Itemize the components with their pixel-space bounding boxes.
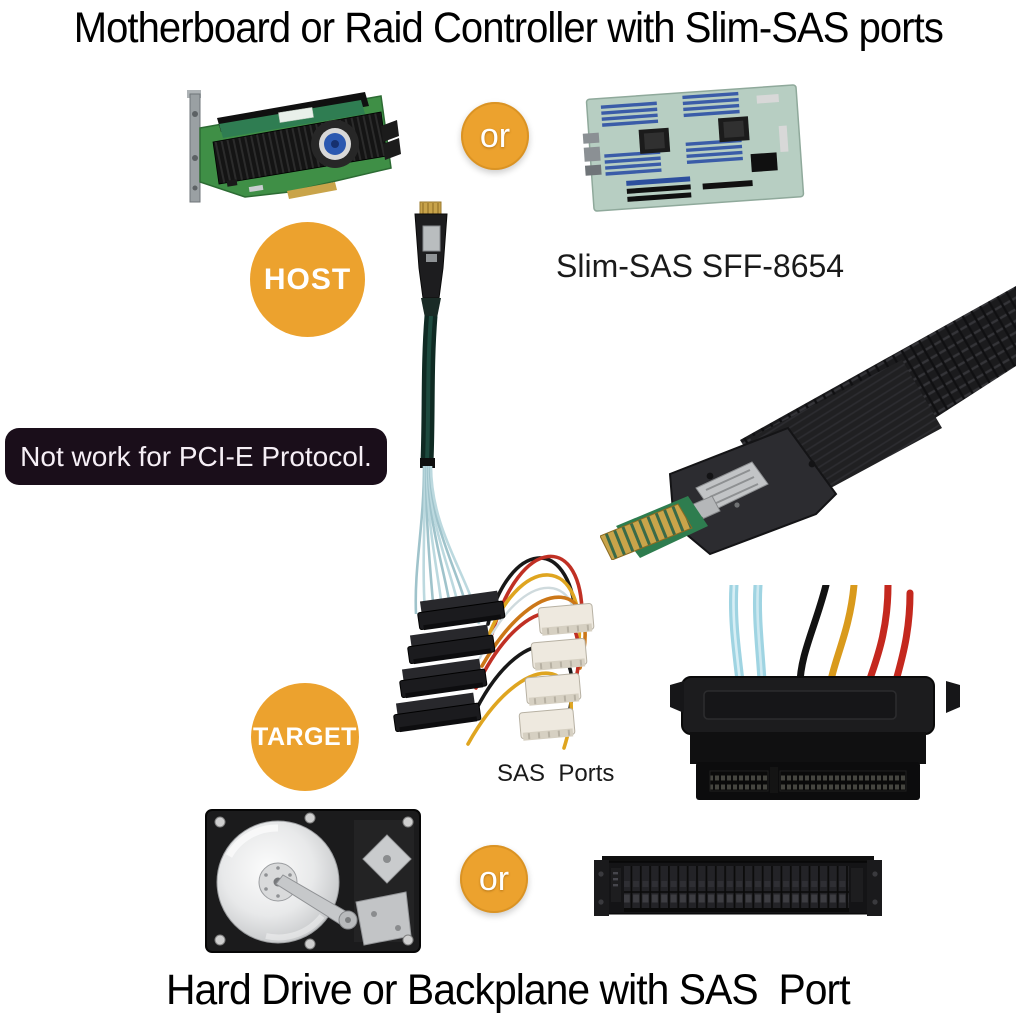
incoming-wires: [728, 585, 914, 693]
actuator-assembly: [355, 891, 412, 946]
host-badge: HOST: [250, 222, 365, 337]
target-badge: TARGET: [251, 683, 359, 791]
drive-bays: [624, 866, 849, 908]
gold-fingers: [600, 503, 693, 560]
sas-ports-label: SAS Ports: [497, 760, 615, 787]
or-badge-label: or: [478, 859, 510, 898]
sas-port: [381, 120, 399, 142]
top-title: Motherboard or Raid Controller with Slim…: [0, 4, 1016, 53]
host-badge-label: HOST: [263, 262, 352, 296]
cable-image: [392, 196, 640, 761]
rack-ear: [594, 860, 609, 916]
sff8654-closeup-image: [600, 278, 1016, 560]
target-badge-label: TARGET: [253, 722, 357, 751]
connector-label: Slim-SAS SFF-8654: [556, 248, 845, 284]
warning-banner: Not work for PCI-E Protocol.: [5, 428, 387, 485]
connector-mid: [690, 732, 926, 764]
bottom-title-text: Hard Drive or Backplane with SAS Port: [166, 966, 851, 1014]
or-badge-bottom: or: [460, 845, 528, 913]
sas-port: [383, 138, 401, 160]
pcie-slot: [626, 184, 691, 194]
hard-drive-image: [204, 806, 424, 956]
io-ports: [582, 132, 600, 144]
or-badge-label: or: [479, 116, 511, 155]
rack-ear: [867, 860, 882, 916]
molex-connectors: [518, 603, 595, 741]
pcie-slot: [626, 176, 691, 186]
sas-connectors: [393, 590, 506, 733]
or-badge-top: or: [461, 102, 529, 170]
warning-text: Not work for PCI-E Protocol.: [20, 440, 372, 472]
backplane-image: [594, 850, 882, 928]
sas-key-slot: [779, 770, 907, 792]
sas-connector-closeup-image: [648, 585, 982, 817]
dimm-slots: [600, 91, 743, 176]
metal-latch: [422, 225, 441, 252]
gold-edge-connector: [287, 182, 337, 199]
sas-key-slot: [709, 770, 769, 792]
top-title-text: Motherboard or Raid Controller with Slim…: [73, 4, 943, 52]
chipset-heatsink: [750, 152, 778, 173]
raid-controller-image: [183, 80, 401, 208]
motherboard-image: [580, 78, 812, 216]
pcie-slot: [627, 192, 692, 202]
screws: [214, 812, 414, 950]
bottom-title: Hard Drive or Backplane with SAS Port: [0, 966, 1016, 1015]
